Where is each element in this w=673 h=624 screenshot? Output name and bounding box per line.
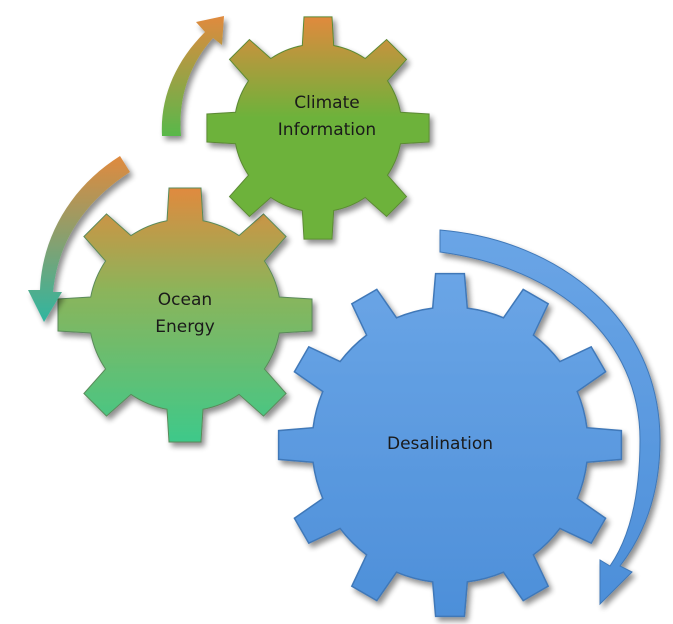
climate-label-line-1: Climate — [294, 93, 359, 113]
desalination-label: Desalination — [387, 434, 493, 454]
climate-information-label: Climate Information — [278, 93, 376, 140]
arrow-right — [439, 229, 661, 606]
climate-information-gear — [206, 16, 430, 240]
desalination-gear — [277, 272, 623, 618]
arrow-upper — [161, 16, 224, 136]
ocean-label-line-2: Energy — [155, 317, 215, 337]
arrow-left — [28, 156, 130, 322]
climate-label-line-2: Information — [278, 120, 376, 140]
ocean-label-line-1: Ocean — [158, 290, 212, 310]
ocean-energy-label: Ocean Energy — [155, 290, 215, 337]
ocean-energy-gear — [57, 187, 313, 443]
